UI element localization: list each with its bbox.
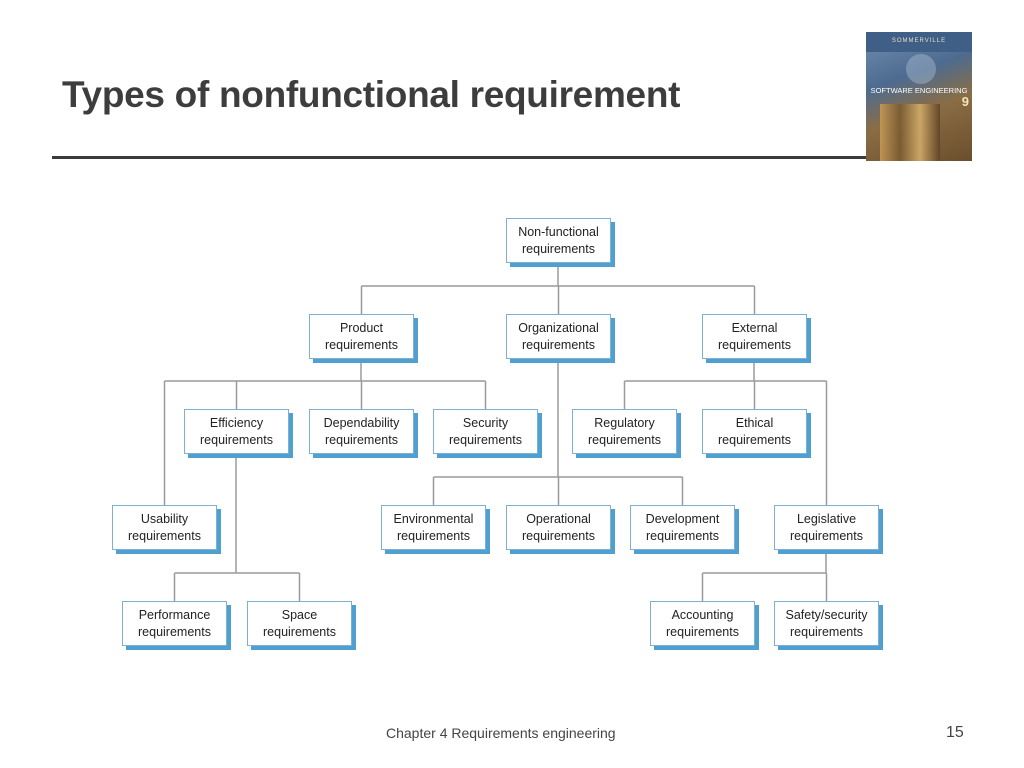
node-efficiency: Efficiency requirements <box>184 409 289 454</box>
node-nonfunctional: Non-functional requirements <box>506 218 611 263</box>
node-label: Efficiency requirements <box>200 415 273 447</box>
node-space: Space requirements <box>247 601 352 646</box>
node-security: Security requirements <box>433 409 538 454</box>
node-environmental: Environmental requirements <box>381 505 486 550</box>
node-label: Safety/security requirements <box>785 607 868 639</box>
node-label: Development requirements <box>645 511 720 543</box>
node-organizational: Organizational requirements <box>506 314 611 359</box>
cover-band <box>866 32 972 52</box>
node-external: External requirements <box>702 314 807 359</box>
node-development: Development requirements <box>630 505 735 550</box>
node-label: Legislative requirements <box>790 511 863 543</box>
node-label: Organizational requirements <box>518 320 599 352</box>
node-legislative: Legislative requirements <box>774 505 879 550</box>
node-ethical: Ethical requirements <box>702 409 807 454</box>
cover-title: SOFTWARE ENGINEERING <box>870 86 968 95</box>
node-label: Dependability requirements <box>323 415 400 447</box>
node-label: Accounting requirements <box>666 607 739 639</box>
node-performance: Performance requirements <box>122 601 227 646</box>
node-label: Product requirements <box>325 320 398 352</box>
node-label: Ethical requirements <box>718 415 791 447</box>
cover-building <box>880 104 940 161</box>
node-label: Space requirements <box>263 607 336 639</box>
node-accounting: Accounting requirements <box>650 601 755 646</box>
node-label: Non-functional requirements <box>518 224 599 256</box>
cover-sky <box>906 54 936 84</box>
page-number: 15 <box>946 724 964 741</box>
node-product: Product requirements <box>309 314 414 359</box>
node-label: Regulatory requirements <box>588 415 661 447</box>
node-label: External requirements <box>718 320 791 352</box>
book-cover-image: SOMMERVILLE SOFTWARE ENGINEERING 9 <box>866 32 972 161</box>
node-usability: Usability requirements <box>112 505 217 550</box>
title-underline <box>52 156 870 159</box>
node-operational: Operational requirements <box>506 505 611 550</box>
node-regulatory: Regulatory requirements <box>572 409 677 454</box>
node-label: Environmental requirements <box>393 511 474 543</box>
node-label: Security requirements <box>449 415 522 447</box>
node-label: Operational requirements <box>522 511 595 543</box>
node-dependability: Dependability requirements <box>309 409 414 454</box>
slide-footer: Chapter 4 Requirements engineering <box>386 725 616 741</box>
node-label: Performance requirements <box>138 607 211 639</box>
slide-title: Types of nonfunctional requirement <box>62 74 681 115</box>
node-safety-security: Safety/security requirements <box>774 601 879 646</box>
node-label: Usability requirements <box>128 511 201 543</box>
cover-edition: 9 <box>961 94 969 109</box>
cover-author: SOMMERVILLE <box>891 38 947 44</box>
